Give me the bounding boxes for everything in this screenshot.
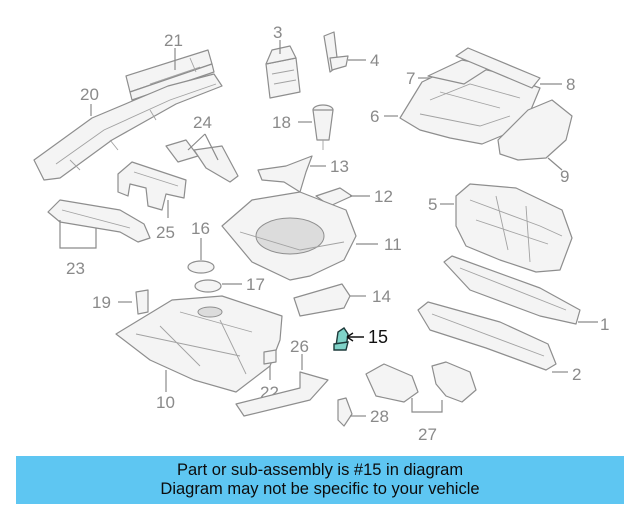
part-21-rail[interactable]	[125, 49, 215, 101]
callout-6: 6	[370, 107, 379, 126]
callout-28: 28	[370, 407, 389, 426]
callout-27: 27	[418, 425, 437, 444]
part-24-brackets[interactable]	[165, 139, 239, 183]
part-9-trim[interactable]	[497, 99, 573, 161]
callout-23: 23	[66, 259, 85, 278]
banner-line-2: Diagram may not be specific to your vehi…	[160, 480, 480, 498]
part-2-lower-panel[interactable]	[417, 301, 557, 371]
banner-line-1: Part or sub-assembly is #15 in diagram	[176, 461, 464, 479]
callout-16: 16	[191, 219, 210, 238]
callout-17: 17	[246, 275, 265, 294]
part-8-trim[interactable]	[455, 47, 541, 89]
callout-13: 13	[330, 157, 349, 176]
part-26-reinforcement[interactable]	[235, 371, 329, 417]
callout-26: 26	[290, 337, 309, 356]
part-22-bracket[interactable]	[263, 349, 277, 365]
parts-diagram: 21 20 3 4 18 24 13 1	[33, 23, 609, 444]
callout-15: 15	[368, 327, 388, 347]
callout-8: 8	[566, 75, 575, 94]
part-18-jack[interactable]	[312, 104, 334, 150]
callout-1: 1	[600, 315, 609, 334]
callout-4: 4	[370, 51, 379, 70]
part-16-ring[interactable]	[187, 260, 215, 274]
part-23-crossmember[interactable]	[47, 199, 151, 243]
callout-10: 10	[156, 393, 175, 412]
callout-21: 21	[164, 31, 183, 50]
part-19-bracket[interactable]	[135, 289, 149, 315]
part-14-panel[interactable]	[293, 283, 351, 317]
part-11-wheel-well[interactable]	[221, 191, 357, 281]
part-15-bracket[interactable]	[333, 327, 349, 351]
callout-2: 2	[572, 365, 581, 384]
info-banner: Part or sub-assembly is #15 in diagram D…	[16, 456, 624, 504]
part-1-reinforcement[interactable]	[443, 255, 581, 325]
callout-19: 19	[92, 293, 111, 312]
part-28-bracket[interactable]	[337, 397, 353, 427]
part-13-bracket[interactable]	[257, 155, 313, 193]
callout-12: 12	[374, 187, 393, 206]
part-4-bracket[interactable]	[323, 31, 349, 73]
part-3-bracket[interactable]	[265, 45, 301, 99]
callout-7: 7	[406, 69, 415, 88]
callout-20: 20	[80, 85, 99, 104]
part-17-ring[interactable]	[194, 279, 222, 293]
callout-11: 11	[384, 235, 402, 254]
callout-24: 24	[193, 113, 212, 132]
callout-9: 9	[560, 167, 569, 186]
part-27-brackets[interactable]	[365, 361, 477, 403]
callout-14: 14	[372, 287, 391, 306]
part-5-body-panel[interactable]	[455, 183, 573, 273]
part-20-rail[interactable]	[33, 73, 223, 181]
callout-3: 3	[273, 23, 282, 42]
callout-5: 5	[428, 195, 437, 214]
part-25-crossmember[interactable]	[117, 161, 187, 211]
callout-18: 18	[272, 113, 291, 132]
callout-25: 25	[156, 223, 175, 242]
